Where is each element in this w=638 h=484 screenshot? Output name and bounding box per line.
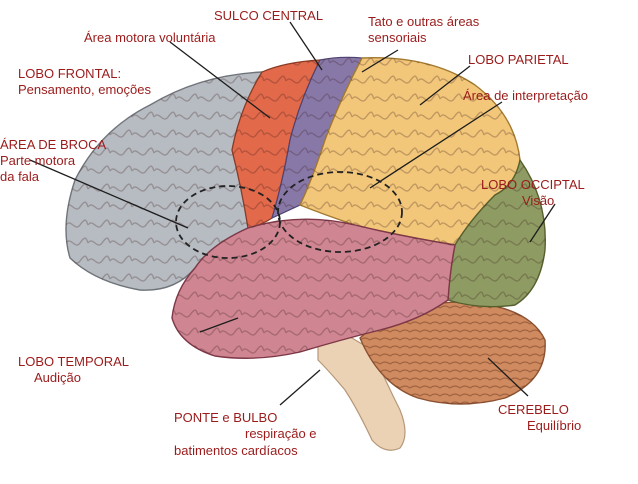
frontal-lobe-label-line1: LOBO FRONTAL: [18, 66, 122, 81]
temporal-lobe-label: LOBO TEMPORAL [18, 354, 130, 369]
interpretation-area-outline [277, 171, 403, 253]
interpretation-area-label: Área de interpretação [463, 88, 589, 103]
vision-label: Visão [522, 193, 555, 208]
frontal-lobe-label-line2: Pensamento, emoções [18, 82, 151, 97]
pons-medulla-label-line3: batimentos cardíacos [174, 443, 298, 458]
pons-medulla-label-line1: PONTE e BULBO [174, 410, 278, 425]
sensory-area-label-line2: sensoriais [368, 30, 427, 45]
motor-area-label: Área motora voluntária [84, 30, 216, 45]
sensory-area-label-line1: Tato e outras áreas [368, 14, 480, 29]
sulco-central-label: SULCO CENTRAL [214, 8, 324, 23]
broca-area-label-line2: Parte motora [0, 153, 76, 168]
parietal-lobe-label: LOBO PARIETAL [468, 52, 569, 67]
broca-area-label-line1: ÁREA DE BROCA [0, 137, 107, 152]
hearing-label: Audição [34, 370, 81, 385]
pons-medulla-label-line2: respiração e [245, 426, 317, 441]
balance-label: Equilíbrio [527, 418, 582, 433]
broca-area-label-line3: da fala [0, 169, 40, 184]
cerebellum-label: CEREBELO [498, 402, 569, 417]
leader-lines [29, 21, 556, 406]
occipital-lobe-label: LOBO OCCIPTAL [481, 177, 585, 192]
